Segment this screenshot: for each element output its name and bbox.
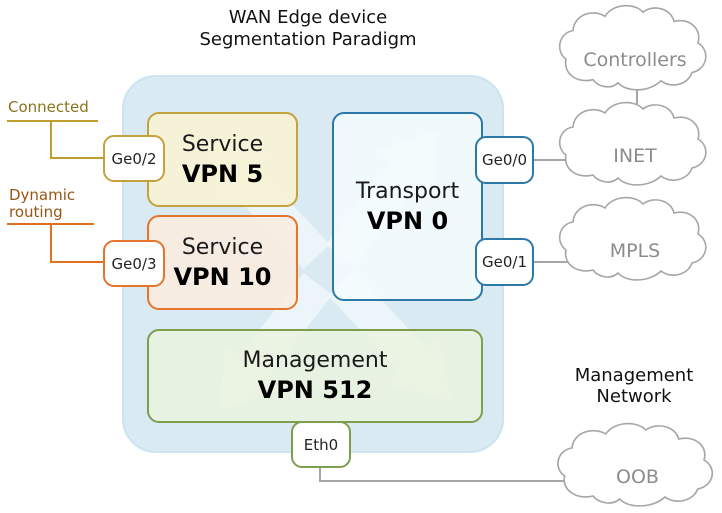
interface-ge0-3: Ge0/3 <box>103 240 165 287</box>
mpls-cloud-label: MPLS <box>609 239 661 262</box>
management-vpn512-name: Management <box>242 348 388 373</box>
cloud-icon <box>558 101 707 186</box>
controllers-to-inet-line <box>636 89 638 104</box>
connected-underline <box>7 120 98 122</box>
service-vpn5-id: VPN 5 <box>181 159 264 188</box>
interface-ge0-1: Ge0/1 <box>475 238 534 286</box>
ge00-to-inet-line <box>530 159 572 161</box>
connected-to-ge02-line <box>50 157 105 159</box>
interface-ge0-0: Ge0/0 <box>475 136 534 184</box>
eth0-to-oob-line <box>319 480 571 482</box>
connected-label: Connected <box>8 98 89 116</box>
page-title-line2: Segmentation Paradigm <box>199 29 417 50</box>
dynamic-routing-label-line1: Dynamic <box>9 186 76 204</box>
inet-cloud-label: INET <box>613 144 657 167</box>
management-network-label-line2: Network <box>596 386 672 407</box>
transport-vpn0-box: Transport VPN 0 <box>332 112 483 301</box>
service-vpn5-box: Service VPN 5 <box>147 112 298 207</box>
oob-cloud-label: OOB <box>616 465 659 488</box>
service-vpn5-name: Service <box>181 131 264 157</box>
service-vpn10-name: Service <box>181 234 264 260</box>
dynamic-routing-label-line2: routing <box>9 203 63 221</box>
interface-ge0-2: Ge0/2 <box>103 135 165 182</box>
service-vpn10-box: Service VPN 10 <box>147 215 298 310</box>
dynamic-routing-label: Dynamic routing <box>9 187 75 221</box>
interface-eth0: Eth0 <box>291 421 351 468</box>
transport-vpn0-name: Transport <box>355 178 460 204</box>
connected-vertical-line <box>50 120 52 159</box>
controllers-cloud-label: Controllers <box>583 48 687 71</box>
service-vpn10-id: VPN 10 <box>173 262 272 291</box>
page-title: WAN Edge device Segmentation Paradigm <box>148 7 468 51</box>
transport-vpn0-id: VPN 0 <box>366 206 449 235</box>
cloud-icon <box>558 4 707 91</box>
oob-cloud: OOB <box>553 420 722 510</box>
dynamic-routing-to-ge03-line <box>50 261 105 263</box>
mpls-cloud: MPLS <box>555 194 715 284</box>
inet-cloud: INET <box>555 99 715 189</box>
dynamic-routing-vertical-line <box>50 223 52 263</box>
eth0-drop-line <box>319 466 321 482</box>
ge01-to-mpls-line <box>530 261 572 263</box>
cloud-icon <box>558 196 707 281</box>
controllers-cloud: Controllers <box>555 2 715 94</box>
management-vpn512-box: Management VPN 512 <box>147 329 483 423</box>
management-network-label-line1: Management <box>574 365 694 386</box>
management-vpn512-id: VPN 512 <box>257 376 373 404</box>
page-title-line1: WAN Edge device <box>228 7 388 28</box>
management-network-label: Management Network <box>558 365 710 407</box>
cloud-icon <box>557 422 714 507</box>
